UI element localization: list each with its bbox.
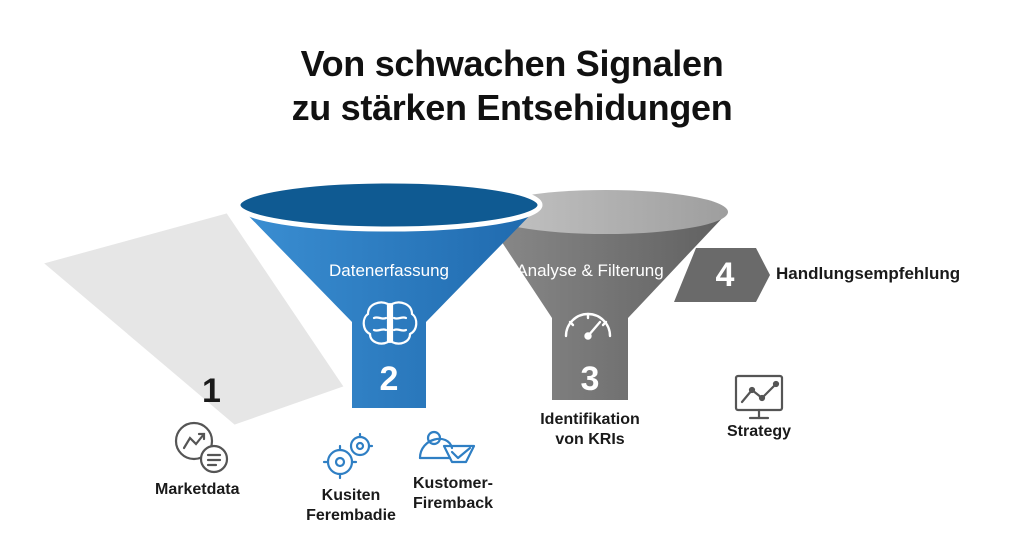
source-2-caption-line-1: Kustomer-	[412, 475, 493, 492]
stage-4-number: 4	[715, 256, 735, 294]
stage-3-funnel	[482, 190, 728, 400]
stage-1-number: 1	[202, 372, 221, 410]
source-1-caption: Kusiten Ferembadie	[298, 486, 404, 526]
gears-network-icon	[322, 432, 374, 480]
title-line-2: zu stärken Entsehidungen	[291, 87, 733, 128]
stage-2-number: 2	[379, 360, 399, 398]
gauge-icon	[564, 312, 612, 340]
source-1-caption-line-1: Kusiten	[321, 487, 381, 504]
source-2-caption-line-2: Firemback	[412, 495, 494, 512]
stage-2-label: Datenerfassung	[328, 261, 450, 280]
stage-3-caption-line-2: von KRIs	[555, 431, 625, 448]
stage-4-label: Handlungsempfehlung	[776, 264, 961, 283]
source-2-caption: Kustomer- Firemback	[400, 474, 506, 514]
market-data-icon	[174, 421, 229, 474]
stage-3-caption-line-1: Identifikation	[540, 411, 640, 428]
stage-4-caption: Strategy	[727, 423, 792, 440]
stage-3-number: 3	[580, 360, 600, 398]
page-title: Von schwachen Signalen zu stärken Entseh…	[0, 42, 1024, 130]
stage-1-panel	[31, 206, 353, 432]
stage-1-caption: Marketdata	[155, 481, 240, 498]
customer-feedback-icon	[418, 430, 476, 464]
stage-3-caption: Identifikation von KRIs	[510, 410, 670, 450]
stage-4-hexagon	[674, 248, 770, 302]
source-1-caption-line-2: Ferembadie	[306, 507, 396, 524]
title-line-1: Von schwachen Signalen	[300, 43, 724, 84]
strategy-chart-icon	[734, 374, 784, 420]
brain-icon	[362, 301, 418, 345]
stage-3-label: Analyse & Filterung	[516, 261, 664, 280]
